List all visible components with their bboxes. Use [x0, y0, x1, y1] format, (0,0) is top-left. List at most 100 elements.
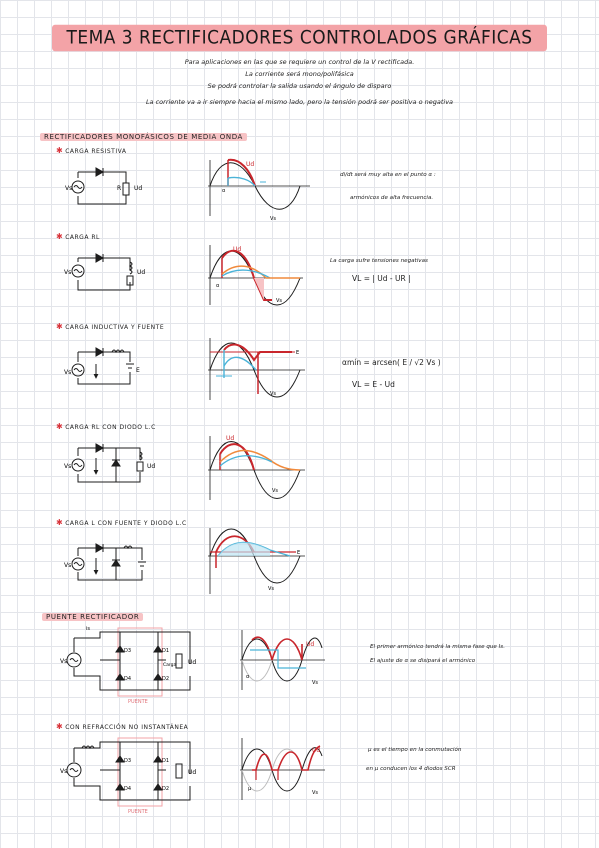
page-title: TEMA 3 RECTIFICADORES CONTROLADOS GRÁFIC… [52, 24, 547, 52]
graph3-label-vs: Vs [270, 391, 276, 397]
graph-inductiva-fuente [208, 338, 305, 400]
section-heading-monofasicos: RECTIFICADORES MONOFÁSICOS DE MEDIA ONDA [40, 124, 247, 143]
case-label-resistiva: ✱CARGA RESISTIVA [56, 146, 127, 155]
scr-symbol-icon [95, 167, 105, 177]
note-puente-2: El ajuste de α se disipará el armónico [370, 658, 476, 664]
intro-line-2: La corriente será mono/polifásica [245, 70, 354, 78]
graph5-label-e: E [297, 550, 300, 556]
scr-d2-icon [153, 783, 163, 791]
inductor-symbol [123, 545, 133, 550]
label-vs-7: Vs [60, 768, 67, 775]
label2-d4: D4 [124, 786, 131, 792]
scr-d1-icon [153, 645, 163, 653]
note-rl-1: La carga sufre tensiones negativas [330, 258, 428, 264]
label-ud: Ud [134, 185, 142, 192]
label-vs-2: Vs [64, 269, 71, 276]
graph-no-instantanea [240, 738, 325, 800]
label-ud-6: Ud [188, 659, 196, 666]
graph-label-vs: Vs [270, 216, 276, 222]
label-r: R [117, 185, 121, 192]
section-monofasicos-label: RECTIFICADORES MONOFÁSICOS DE MEDIA ONDA [40, 133, 247, 141]
inductor-symbol [128, 261, 133, 275]
ac-source-icon [66, 762, 82, 778]
asterisk-icon: ✱ [56, 518, 64, 527]
scr-d4-icon [115, 783, 125, 791]
label-ud-2: Ud [137, 269, 145, 276]
label-vs-6: Vs [60, 658, 67, 665]
resistor-symbol [126, 275, 134, 286]
section-puente-label: PUENTE RECTIFICADOR [42, 613, 144, 621]
circuit-rl-diodo [71, 443, 144, 483]
note-resistiva-1: di/dt será muy alta en el punto α : [340, 172, 436, 178]
scr-symbol-icon [95, 443, 105, 453]
label-puente: PUENTE [128, 699, 148, 705]
note-no-inst-2: en μ conducen los 4 diodos SCR [366, 766, 456, 772]
label-vs-3: Vs [64, 369, 71, 376]
graph7-label-ud: Ud [312, 747, 320, 754]
formula-alpha-min: αmín = arcsen( E / √2 Vs ) [342, 358, 441, 367]
case-label-l-fuente-diodo: ✱CARGA L CON FUENTE Y DIODO L.C [56, 518, 187, 527]
graph-l-fuente-diodo [208, 528, 305, 594]
intro-line-3: Se podrá controlar la salida usando el á… [207, 82, 392, 90]
label-puente-2: PUENTE [128, 809, 148, 815]
note-puente-1: El primer armónico tendrá la misma fase … [370, 644, 505, 650]
case-label-no-instantanea: ✱CON REFRACCIÓN NO INSTANTÁNEA [56, 722, 189, 731]
asterisk-icon: ✱ [56, 146, 64, 155]
circuit-puente [66, 627, 191, 697]
graph6-label-alpha: α [246, 674, 250, 680]
inductor-symbol [111, 349, 125, 354]
section-heading-puente: PUENTE RECTIFICADOR [42, 604, 144, 623]
graph6-label-ud: Ud [306, 641, 314, 648]
label2-d2: D2 [162, 786, 169, 792]
graph-label-ud: Ud [246, 161, 254, 168]
label-vs: Vs [65, 185, 72, 192]
label-ud-4: Ud [147, 463, 155, 470]
formula-vl: VL = E - Ud [352, 380, 395, 389]
label-d1: D1 [162, 648, 169, 654]
asterisk-icon: ✱ [56, 422, 64, 431]
scr-d3-icon [115, 645, 125, 653]
label-vs-5: Vs [64, 562, 71, 569]
graph-resistiva [208, 158, 310, 216]
formula-rl: VL = | Ud - UR | [352, 274, 411, 283]
intro-line-1: Para aplicaciones en las que se requiere… [184, 58, 415, 66]
ac-source-icon [71, 180, 85, 194]
label-ud-7: Ud [188, 769, 196, 776]
inductor-symbol [138, 451, 143, 461]
bridge-highlight-box-2 [117, 737, 163, 807]
label-is: is [86, 626, 90, 632]
ac-source-icon [71, 557, 85, 571]
intro-line-4: La corriente va a ir siempre hacia el mi… [145, 98, 454, 106]
case-label-rl: ✱CARGA RL [56, 232, 100, 241]
case-label-rl-diodo: ✱CARGA RL CON DIODO L.C [56, 422, 156, 431]
circuit-l-fuente-diodo [71, 543, 146, 581]
graph4-label-vs: Vs [272, 488, 278, 494]
ac-source-icon [71, 458, 85, 472]
graph-puente [240, 630, 325, 690]
resistor-symbol [136, 461, 144, 472]
graph3-label-e: E [296, 350, 299, 356]
asterisk-icon: ✱ [56, 322, 64, 331]
inductor-symbol [81, 745, 95, 750]
label-carga: Carga [163, 662, 177, 668]
scr-symbol-icon [95, 347, 105, 357]
graph5-label-vs: Vs [268, 586, 274, 592]
ac-source-icon [66, 652, 82, 668]
scr-d3-icon [115, 755, 125, 763]
circuit-inductiva-fuente [71, 347, 134, 385]
scr-d1-icon [153, 755, 163, 763]
scr-d2-icon [153, 673, 163, 681]
label-d3: D3 [124, 648, 131, 654]
label-d2: D2 [162, 676, 169, 682]
scr-d4-icon [115, 673, 125, 681]
label2-d1: D1 [162, 758, 169, 764]
graph-rl-diodo [208, 436, 305, 500]
ac-source-icon [71, 363, 85, 377]
graph-rl [208, 245, 303, 306]
scr-symbol-icon [95, 253, 105, 263]
label2-d3: D3 [124, 758, 131, 764]
graph4-label-ud: Ud [226, 435, 234, 442]
circuit-no-instantanea [66, 737, 191, 807]
bridge-highlight-box [117, 627, 163, 697]
